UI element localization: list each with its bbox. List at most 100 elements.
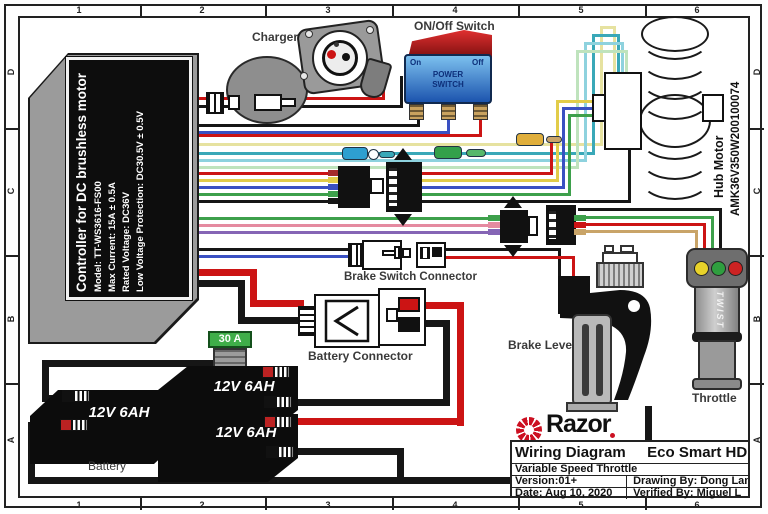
battery-terminal bbox=[264, 396, 292, 408]
terminal-stripes bbox=[73, 391, 89, 401]
charger-port-cap bbox=[226, 56, 308, 124]
terminal-stripes bbox=[273, 367, 289, 377]
crimp-tan bbox=[574, 229, 586, 235]
throttle-grip bbox=[698, 340, 736, 382]
charger-pin-positive-icon bbox=[327, 50, 336, 59]
bullet-terminal-icon bbox=[368, 149, 379, 160]
grid-row-label: B bbox=[752, 315, 762, 323]
subtitle-row: Variable Speed Throttle bbox=[512, 464, 748, 476]
screw-icon bbox=[305, 30, 313, 38]
wire-segment bbox=[719, 208, 722, 250]
hub-motor-connector bbox=[604, 72, 642, 150]
crimp-red bbox=[574, 222, 586, 228]
throttle-led-yellow bbox=[694, 261, 709, 276]
grid-col-label: 4 bbox=[452, 5, 458, 15]
wire-segment bbox=[420, 179, 559, 182]
crimp-green bbox=[328, 191, 340, 197]
grid-row-label: B bbox=[6, 315, 16, 323]
connector-pins bbox=[549, 211, 556, 239]
crimp-black bbox=[328, 198, 340, 204]
arrow-down-icon bbox=[504, 245, 522, 257]
terminal-stripes bbox=[275, 397, 291, 407]
wire-segment bbox=[578, 216, 714, 219]
battery-cell-label: 12V 6AH bbox=[215, 424, 277, 441]
battery-connector-pin-positive bbox=[398, 297, 420, 312]
wire-segment bbox=[290, 448, 404, 455]
wire-segment bbox=[420, 172, 553, 175]
arrow-up-icon bbox=[394, 148, 412, 160]
grid-tick bbox=[392, 498, 394, 510]
arrow-up-icon bbox=[504, 196, 522, 208]
controller-low-voltage: Low Voltage Protection: DC30.5V ± 0.5V bbox=[134, 110, 146, 292]
terminal-stripes bbox=[275, 417, 291, 427]
wire-segment bbox=[562, 107, 592, 110]
version-row: Version:01+ Drawing By: Dong Lam bbox=[512, 476, 748, 488]
wire-segment bbox=[195, 255, 350, 258]
grid-tick bbox=[265, 4, 267, 16]
drawing-by: Drawing By: Dong Lam bbox=[633, 476, 748, 487]
wire-segment bbox=[288, 399, 450, 406]
battery-cell-label: 12V 6AH bbox=[213, 378, 275, 395]
wire-segment bbox=[600, 26, 616, 29]
crimp-green bbox=[488, 215, 500, 221]
wire-segment bbox=[195, 143, 600, 146]
brake-connector-crimp bbox=[348, 243, 362, 267]
switch-terminal bbox=[409, 104, 424, 120]
inline-connector bbox=[228, 95, 240, 110]
crimp-pink bbox=[488, 222, 500, 228]
wire-segment bbox=[568, 114, 592, 117]
inline-connector bbox=[206, 92, 224, 114]
battery-terminal bbox=[264, 416, 292, 428]
wire-segment bbox=[420, 200, 631, 203]
battery-terminal bbox=[60, 419, 88, 431]
hub-motor-axle bbox=[702, 94, 724, 122]
brake-lever-grip bbox=[572, 314, 612, 406]
on-off-switch-label: ON/Off Switch bbox=[414, 19, 495, 33]
terminal-stripes bbox=[277, 447, 293, 457]
hub-motor-label-box: Hub Motor bbox=[712, 48, 728, 198]
wire-segment bbox=[550, 140, 553, 175]
wire-segment bbox=[397, 448, 404, 482]
date: Date: Aug 10, 2020 bbox=[512, 488, 627, 499]
fuse-rating-label: 30 A bbox=[208, 331, 252, 348]
wire-segment bbox=[578, 208, 722, 211]
crimp-green bbox=[574, 215, 586, 221]
wire-segment bbox=[195, 231, 498, 234]
wire-segment bbox=[418, 320, 450, 327]
wire-segment bbox=[711, 216, 714, 250]
wire-segment bbox=[195, 248, 350, 251]
inline-connector bbox=[254, 94, 282, 111]
grid-row-label: C bbox=[752, 187, 762, 195]
charger-pin-negative-icon bbox=[342, 53, 350, 61]
grid-row-label: C bbox=[6, 187, 16, 195]
throttle-twist-label: TWIST bbox=[715, 291, 725, 329]
wire-segment bbox=[42, 360, 214, 367]
terminal-cap bbox=[263, 367, 273, 377]
wire-segment bbox=[195, 124, 420, 127]
wire-segment bbox=[195, 217, 498, 220]
wire-segment bbox=[195, 193, 338, 196]
doc-subtitle: Variable Speed Throttle bbox=[515, 464, 638, 475]
battery-terminal bbox=[62, 390, 90, 402]
wire-segment bbox=[703, 223, 706, 250]
wire-segment bbox=[600, 26, 603, 146]
wire-segment bbox=[592, 34, 620, 37]
grip-slot bbox=[596, 324, 603, 396]
wire-segment bbox=[42, 360, 49, 402]
grid-tick bbox=[140, 498, 142, 510]
grid-row-label: A bbox=[6, 436, 16, 444]
power-switch-label: POWER SWITCH bbox=[432, 70, 464, 89]
wire-segment bbox=[195, 159, 584, 162]
brake-lever-label: Brake Lever bbox=[508, 338, 577, 352]
wire-segment bbox=[28, 477, 652, 484]
brake-switch-connector-label: Brake Switch Connector bbox=[344, 271, 477, 283]
hub-motor-serial: AMK36V350W200100074 bbox=[730, 81, 742, 216]
battery-connector-pin-negative bbox=[398, 317, 420, 332]
bullet-connector-amber bbox=[516, 133, 544, 146]
inline-connector bbox=[280, 98, 296, 107]
wire-segment bbox=[417, 120, 420, 127]
controller-max-current: Max Current: 15A ± 0.5A bbox=[106, 182, 118, 292]
terminal-cap bbox=[61, 420, 71, 430]
grid-tick bbox=[645, 498, 647, 510]
brake-lever-mount bbox=[620, 245, 634, 253]
